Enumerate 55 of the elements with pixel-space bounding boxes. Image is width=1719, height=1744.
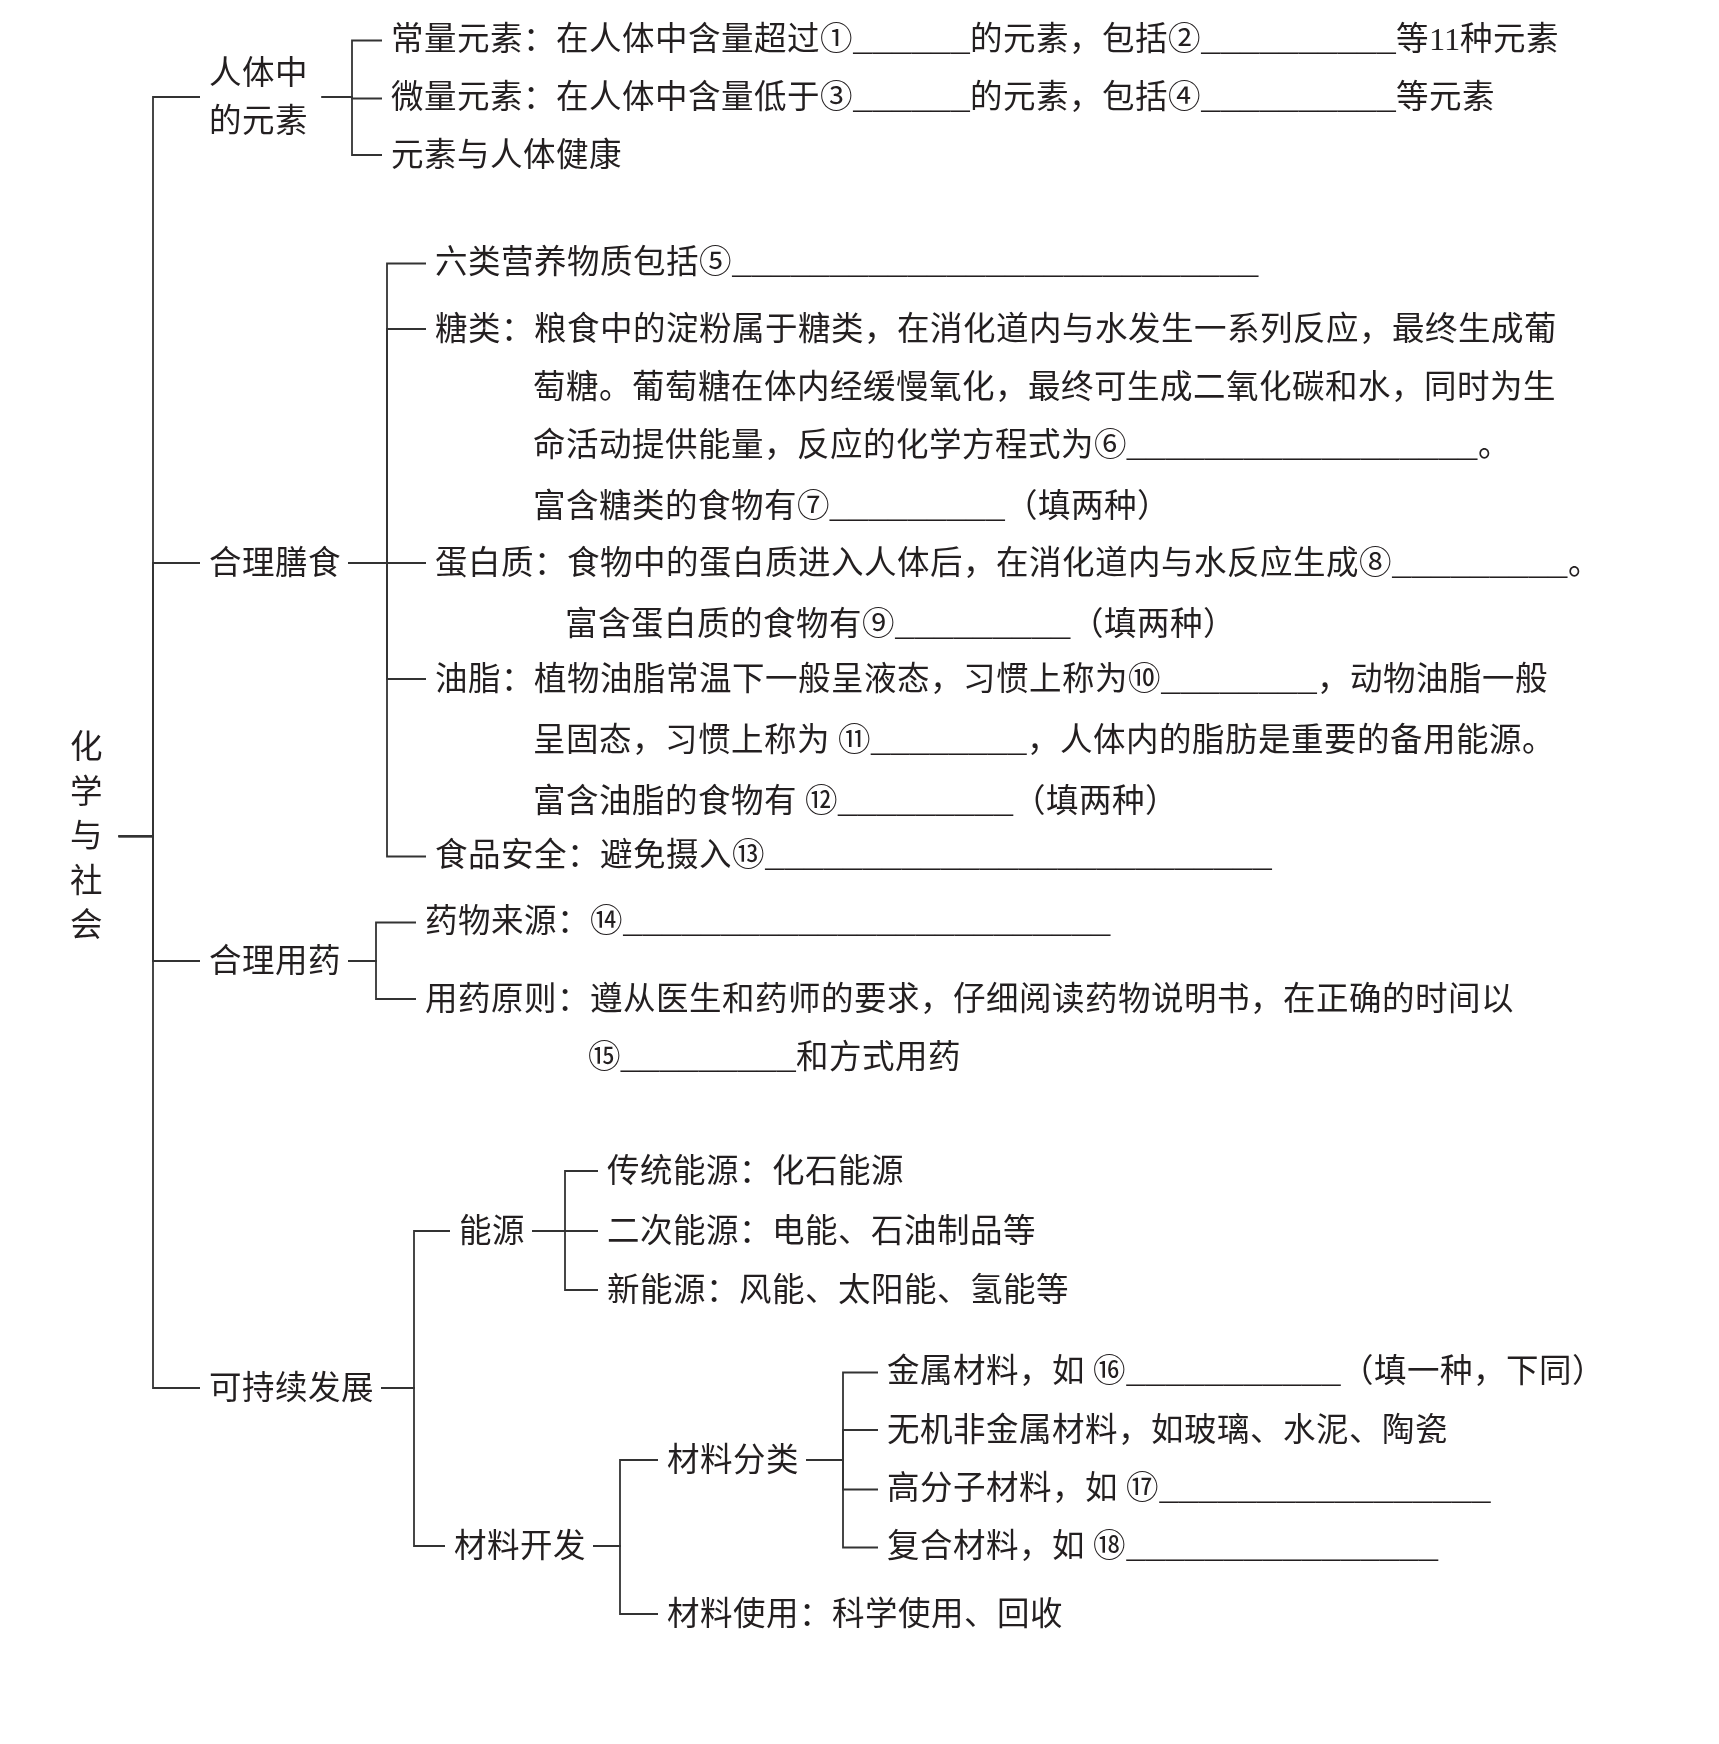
bracket-line (320, 96, 383, 156)
fill-in-line: ________ (870, 724, 1027, 761)
branch-label: 人体中的元素 (209, 49, 315, 145)
fill-in-line: _________ (895, 608, 1071, 645)
fill-in-paragraph: 用药原则：遵从医生和药师的要求，仔细阅读药物说明书，在正确的时间以⑮_________和方式用药 (425, 970, 1531, 1089)
branch-label: 合理膳食 (209, 534, 341, 592)
bracket-line (531, 1230, 599, 1291)
fill-in-line: ________________ (1126, 1530, 1439, 1567)
fill-in-line: ______ (853, 81, 971, 118)
fill-in-paragraph: 蛋白质：食物中的蛋白质进入人体后，在消化道内与水反应生成⑧_________。 (435, 544, 1602, 586)
bracket-line (805, 1459, 879, 1549)
topic-title: 化学与社会 (70, 725, 103, 948)
fill-in-line: ___________ (1126, 1355, 1341, 1392)
fill-in-line: ________ (1161, 663, 1318, 700)
fill-in-line: _________ (1392, 547, 1568, 584)
fill-in-line: _________ (829, 490, 1006, 527)
concept-text: 新能源：风能、太阳能、氢能等 (607, 1261, 1069, 1319)
fill-in-line: _________________ (1159, 1472, 1491, 1509)
fill-in-sentence: 常量元素：在人体中含量超过①______的元素，包括②__________等11种元素 (391, 10, 1560, 71)
concept-text: 材料使用：科学使用、回收 (667, 1585, 1063, 1643)
subtopic-label: 能源 (459, 1202, 525, 1260)
concept-text: 元素与人体健康 (391, 126, 622, 184)
fill-in-paragraph: 富含糖类的食物有⑦_________（填两种） (532, 487, 1172, 529)
fill-in-paragraph: 油脂：植物油脂常温下一般呈液态，习惯上称为⑩________，动物油脂一般呈固态，习惯上称为 ⑪________，人体内的脂肪是重要的备用能源。 (435, 660, 1556, 763)
fill-in-sentence: 食品安全：避免摄入⑬__________________________ (435, 826, 1273, 887)
fill-in-sentence: 高分子材料，如 ⑰_________________ (887, 1459, 1491, 1520)
fill-in-paragraph: 富含蛋白质的食物有⑨_________（填两种） (565, 605, 1237, 647)
fill-in-sentence: 药物来源：⑭_________________________ (425, 892, 1111, 953)
concept-text: 传统能源：化石能源 (607, 1142, 904, 1200)
fill-in-sentence: 六类营养物质包括⑤___________________________ (435, 233, 1259, 294)
fill-in-line: __________ (1201, 23, 1397, 60)
fill-in-line: _________ (837, 785, 1014, 822)
bracket-line (592, 1545, 659, 1615)
fill-in-sentence: 微量元素：在人体中含量低于③______的元素，包括④__________等元素 (391, 68, 1496, 129)
fill-in-line: ______ (853, 23, 971, 60)
fill-in-line: __________________________ (765, 839, 1273, 876)
fill-in-paragraph: 富含油脂的食物有 ⑫_________（填两种） (532, 782, 1180, 824)
fill-in-line: _________________________ (623, 905, 1111, 942)
bracket-line (117, 835, 201, 1389)
bracket-line (380, 1387, 446, 1547)
concept-text: 无机非金属材料，如玻璃、水泥、陶瓷 (887, 1401, 1448, 1459)
fill-in-line: __________ (1201, 81, 1397, 118)
bracket-line (347, 562, 427, 858)
fill-in-sentence: 金属材料，如 ⑯___________（填一种，下同） (887, 1342, 1605, 1403)
subtopic-label: 材料分类 (667, 1431, 799, 1489)
branch-label: 可持续发展 (209, 1359, 374, 1417)
concept-text: 二次能源：电能、石油制品等 (607, 1202, 1036, 1260)
subtopic-label: 材料开发 (454, 1517, 586, 1575)
bracket-line (347, 960, 417, 1000)
fill-in-line: ___________________________ (732, 246, 1259, 283)
branch-label: 合理用药 (209, 932, 341, 990)
fill-in-paragraph: 糖类：粮食中的淀粉属于糖类，在消化道内与水发生一系列反应，最终生成葡萄糖。葡萄糖在体内经缓慢氧化，最终可生成二氧化碳和水，同时为生命活动提供能量，反应的化学方程式为⑥__________________。 (435, 310, 1558, 468)
fill-in-line: _________ (620, 1041, 797, 1078)
fill-in-sentence: 复合材料，如 ⑱________________ (887, 1517, 1439, 1578)
fill-in-line: __________________ (1126, 429, 1478, 466)
